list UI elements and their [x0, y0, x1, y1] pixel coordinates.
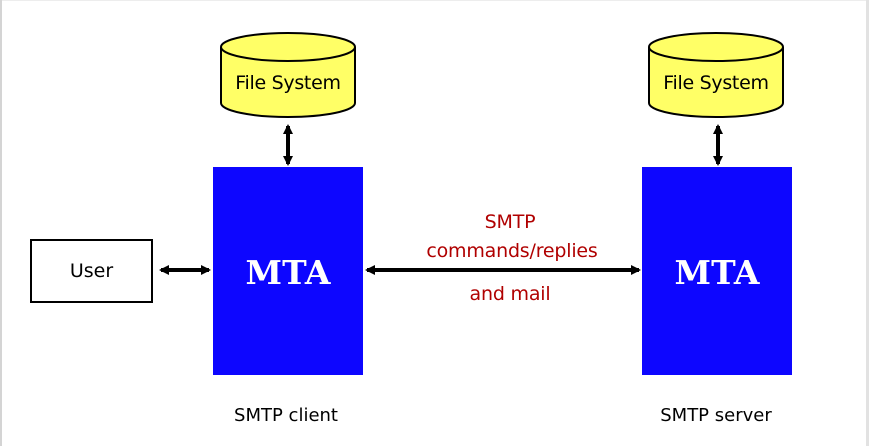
left-border — [0, 0, 2, 446]
top-border — [0, 0, 869, 1]
database-cylinder-icon — [220, 32, 356, 118]
connection-label-and-mail: and mail — [469, 283, 551, 305]
user-box — [30, 239, 153, 303]
mta-label-left: MTA — [245, 253, 331, 292]
connection-label-commands-replies: commands/replies — [426, 240, 598, 262]
database-cylinder-icon — [648, 32, 784, 118]
smtp-server-caption: SMTP server — [660, 405, 772, 426]
mta-label-right: MTA — [674, 253, 760, 292]
right-border — [866, 0, 869, 446]
connection-label-smtp: SMTP — [484, 211, 536, 233]
user-label: User — [69, 260, 114, 282]
mta-box-left — [213, 167, 363, 375]
file-system-label-left: File System — [235, 72, 341, 94]
smtp-client-caption: SMTP client — [234, 405, 338, 426]
file-system-label-right: File System — [663, 72, 769, 94]
mta-box-right — [642, 167, 792, 375]
